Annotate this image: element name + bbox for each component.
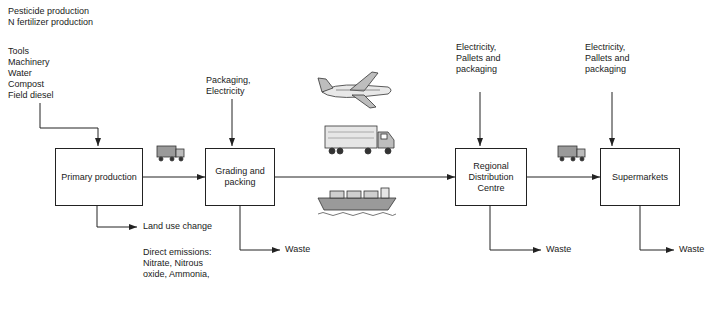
box-label: Regional Distribution Centre <box>461 161 521 194</box>
truck-icon <box>157 146 184 161</box>
process-box: Primary production <box>55 148 143 206</box>
process-box: Regional Distribution Centre <box>455 148 527 206</box>
input-leader <box>232 99 233 146</box>
flow-note: N fertilizer production <box>8 17 93 28</box>
flow-note: Packaging, Electricity <box>206 75 261 97</box>
process-box: Grading and packing <box>205 148 275 206</box>
output-leader <box>97 206 137 227</box>
flow-note: Electricity, Pallets and packaging <box>585 42 641 75</box>
flow-note: Waste <box>679 244 704 255</box>
output-leader <box>240 206 280 250</box>
process-box: Supermarkets <box>600 148 680 206</box>
truck-icon <box>325 126 394 154</box>
box-label: Primary production <box>61 172 137 183</box>
flow-arrow <box>275 177 455 178</box>
output-leader <box>640 206 674 250</box>
flow-note: Field diesel <box>8 90 54 101</box>
flow-note: Compost <box>8 79 44 90</box>
output-leader <box>490 206 541 250</box>
box-label: Supermarkets <box>612 172 668 183</box>
flow-note: Land use change <box>143 221 212 232</box>
flow-note: Pesticide production <box>8 6 89 17</box>
box-label: Grading and packing <box>211 166 269 188</box>
flow-note: Waste <box>546 244 571 255</box>
flow-note: Machinery <box>8 57 50 68</box>
input-leader <box>612 92 613 146</box>
flow-note: Tools <box>8 46 29 57</box>
plane-icon <box>318 72 391 108</box>
truck-icon <box>558 146 585 161</box>
flow-note: Waste <box>285 244 310 255</box>
input-leader <box>40 103 98 146</box>
flow-note: Direct emissions: Nitrate, Nitrous oxide… <box>143 247 223 280</box>
flow-note: Water <box>8 68 32 79</box>
flow-arrow <box>527 177 600 178</box>
flow-arrow <box>143 177 205 178</box>
flow-note: Electricity, Pallets and packaging <box>456 42 512 75</box>
ship-icon <box>318 188 396 216</box>
input-leader <box>480 92 481 146</box>
